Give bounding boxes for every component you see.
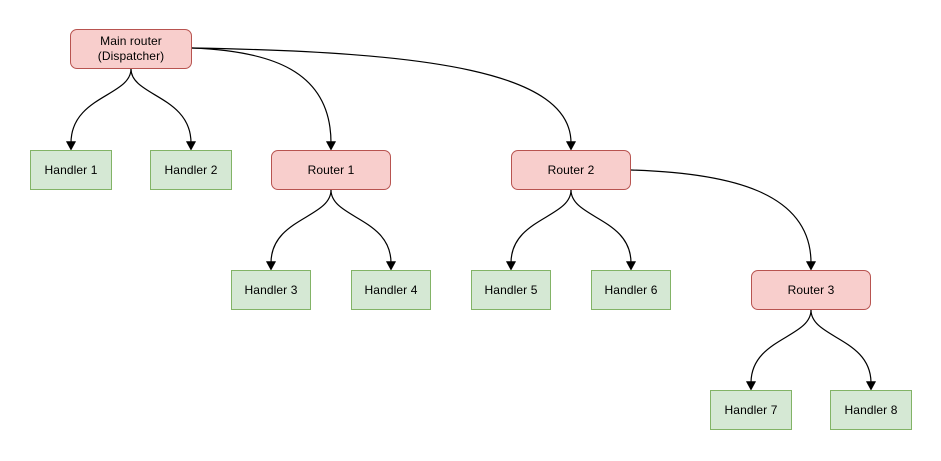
edge-router-2-to-handler-6 — [570, 189, 632, 264]
arrowhead-handler-3 — [266, 261, 276, 271]
node-router-2[interactable]: Router 2 — [511, 150, 631, 190]
edge-main-router-to-router-1 — [191, 47, 332, 144]
node-label-handler-8: Handler 8 — [844, 402, 898, 417]
node-label-router-2: Router 2 — [547, 162, 595, 177]
node-label-handler-5: Handler 5 — [484, 282, 538, 297]
node-label-handler-2: Handler 2 — [164, 162, 218, 177]
node-label-router-1: Router 1 — [307, 162, 355, 177]
arrowhead-handler-7 — [746, 381, 756, 391]
edge-router-1-to-handler-3 — [270, 189, 332, 264]
node-router-1[interactable]: Router 1 — [271, 150, 391, 190]
arrowhead-handler-8 — [866, 381, 876, 391]
arrowhead-handler-2 — [186, 141, 196, 151]
node-handler-7[interactable]: Handler 7 — [710, 390, 792, 430]
edge-main-router-to-handler-1 — [70, 68, 132, 144]
node-handler-5[interactable]: Handler 5 — [471, 270, 551, 310]
arrowhead-router-3 — [806, 261, 816, 271]
edge-router-3-to-handler-7 — [750, 309, 812, 384]
node-handler-3[interactable]: Handler 3 — [231, 270, 311, 310]
arrowhead-handler-6 — [626, 261, 636, 271]
node-main-router[interactable]: Main router (Dispatcher) — [70, 29, 192, 69]
node-label-handler-4: Handler 4 — [364, 282, 418, 297]
arrowhead-handler-5 — [506, 261, 516, 271]
node-label-handler-7: Handler 7 — [724, 402, 778, 417]
node-handler-8[interactable]: Handler 8 — [830, 390, 912, 430]
node-label-main-router: Main router (Dispatcher) — [97, 34, 165, 63]
node-label-handler-1: Handler 1 — [44, 162, 98, 177]
edge-router-3-to-handler-8 — [810, 309, 872, 384]
arrowhead-router-1 — [326, 141, 336, 151]
edge-router-2-to-router-3 — [630, 169, 812, 264]
arrowhead-handler-4 — [386, 261, 396, 271]
arrowhead-router-2 — [566, 141, 576, 151]
node-label-handler-6: Handler 6 — [604, 282, 658, 297]
arrowhead-handler-1 — [66, 141, 76, 151]
edge-router-1-to-handler-4 — [330, 189, 392, 264]
edge-main-router-to-handler-2 — [130, 68, 192, 144]
node-router-3[interactable]: Router 3 — [751, 270, 871, 310]
node-handler-4[interactable]: Handler 4 — [351, 270, 431, 310]
edge-router-2-to-handler-5 — [510, 189, 572, 264]
node-handler-2[interactable]: Handler 2 — [150, 150, 232, 190]
node-handler-1[interactable]: Handler 1 — [30, 150, 112, 190]
edge-main-router-to-router-2 — [191, 47, 572, 144]
node-handler-6[interactable]: Handler 6 — [591, 270, 671, 310]
node-label-router-3: Router 3 — [787, 282, 835, 297]
node-label-handler-3: Handler 3 — [244, 282, 298, 297]
